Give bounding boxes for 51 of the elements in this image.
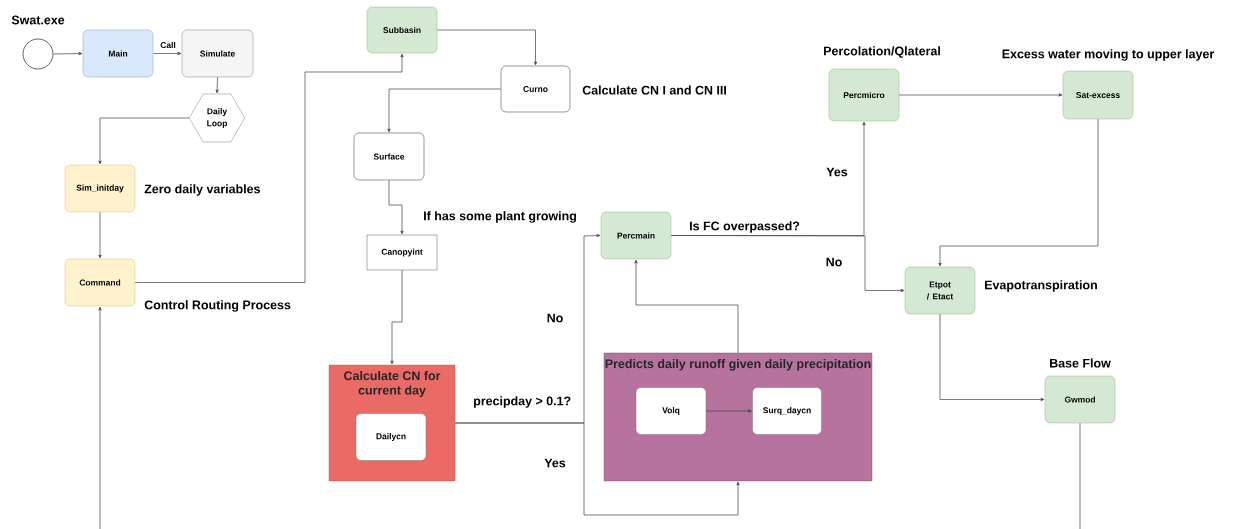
loop-hexagon: Daily Loop <box>189 93 245 143</box>
arrow <box>152 51 182 56</box>
process-box: Percmain <box>600 211 672 260</box>
process-box: Main <box>82 29 154 78</box>
annotation-text: If has some plant growing <box>424 211 576 223</box>
annotation-text: Calculate CN I and CN III <box>582 85 726 95</box>
annotation-text: Excess water moving to upper layer <box>1002 49 1215 61</box>
annotation-text: Base Flow <box>1050 358 1111 368</box>
process-box: Simulate <box>181 29 254 78</box>
annotation-text: Control Routing Process <box>144 300 291 312</box>
process-box: Command <box>64 258 136 307</box>
arrow <box>454 422 740 516</box>
process-box: Etpot / Etact <box>904 266 976 315</box>
arrow <box>215 76 219 94</box>
arrow <box>705 409 752 413</box>
arrow <box>98 306 102 529</box>
arrow <box>53 52 83 56</box>
annotation-text: Zero daily variables <box>144 184 260 196</box>
arrow <box>134 53 404 283</box>
arrow <box>938 118 1099 267</box>
process-box: Sat-excess <box>1062 70 1134 120</box>
annotation-text: Percolation/Qlateral <box>824 46 940 58</box>
process-box: Percmicro <box>828 68 900 122</box>
process-box: Subbasin <box>366 6 438 54</box>
arrow <box>387 88 502 133</box>
edge-label: Yes <box>826 167 848 177</box>
process-box: Gwmod <box>1044 375 1116 424</box>
edge-label: No <box>826 257 842 267</box>
arrow <box>939 313 1045 402</box>
annotation-text: precipday > 0.1? <box>474 396 571 408</box>
process-box: Curno <box>500 65 571 113</box>
arrow <box>436 29 538 66</box>
arrow <box>634 259 739 354</box>
edge-label: Call <box>160 41 176 49</box>
process-box: Surq_daycn <box>752 387 822 435</box>
arrow <box>98 211 102 259</box>
arrow <box>670 235 905 293</box>
edge-label: No <box>547 313 563 323</box>
arrow <box>98 117 190 165</box>
process-box: Dailycn <box>355 413 427 461</box>
arrow <box>388 179 404 235</box>
arrow <box>898 93 1063 97</box>
process-box: Surface <box>353 132 425 181</box>
annotation-text: Evapotranspiration <box>985 280 1097 292</box>
annotation-text: Is FC overpassed? <box>690 221 800 233</box>
annotation-text: Swat.exe <box>11 15 65 25</box>
process-box: Canopyint <box>366 234 438 271</box>
edge-label: Yes <box>544 458 566 468</box>
process-box: Sim_initday <box>64 164 136 213</box>
process-box: Volq <box>635 387 707 435</box>
arrow <box>390 269 403 365</box>
